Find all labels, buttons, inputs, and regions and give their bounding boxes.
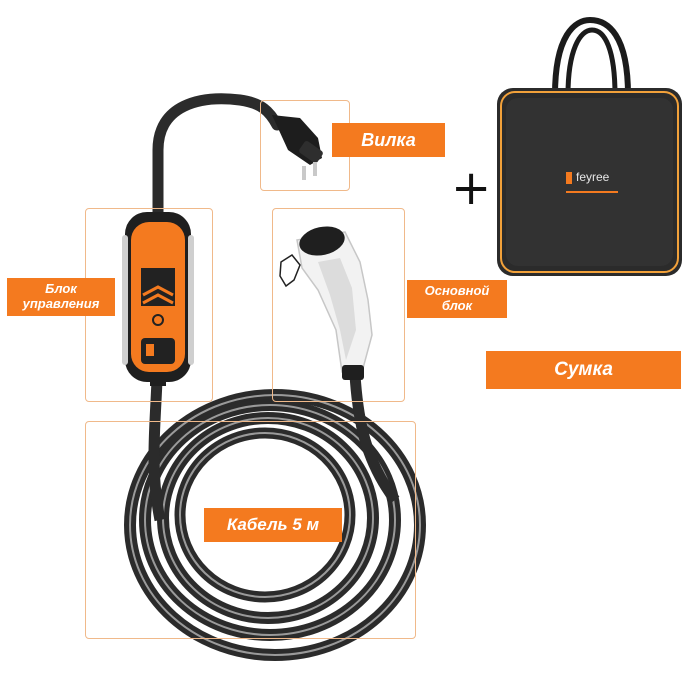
main-unit-label: Основной блок [407,280,507,318]
bag-icon [497,16,682,276]
cable-connector [349,374,400,504]
main-unit-frame [272,208,405,402]
cable-frame [85,421,416,639]
cable-lower [148,379,166,522]
plug-icon [272,115,323,180]
control-box-icon [122,212,194,386]
control-box-label: Блок управления [7,278,115,316]
cable-label: Кабель 5 м [204,508,342,542]
cable-upper [152,93,283,221]
ev-connector-icon [279,226,373,380]
bag-label: Сумка [486,351,681,389]
plug-label: Вилка [332,123,445,157]
bag-brand-text: feyree [576,170,610,184]
plus-icon: + [451,160,492,216]
